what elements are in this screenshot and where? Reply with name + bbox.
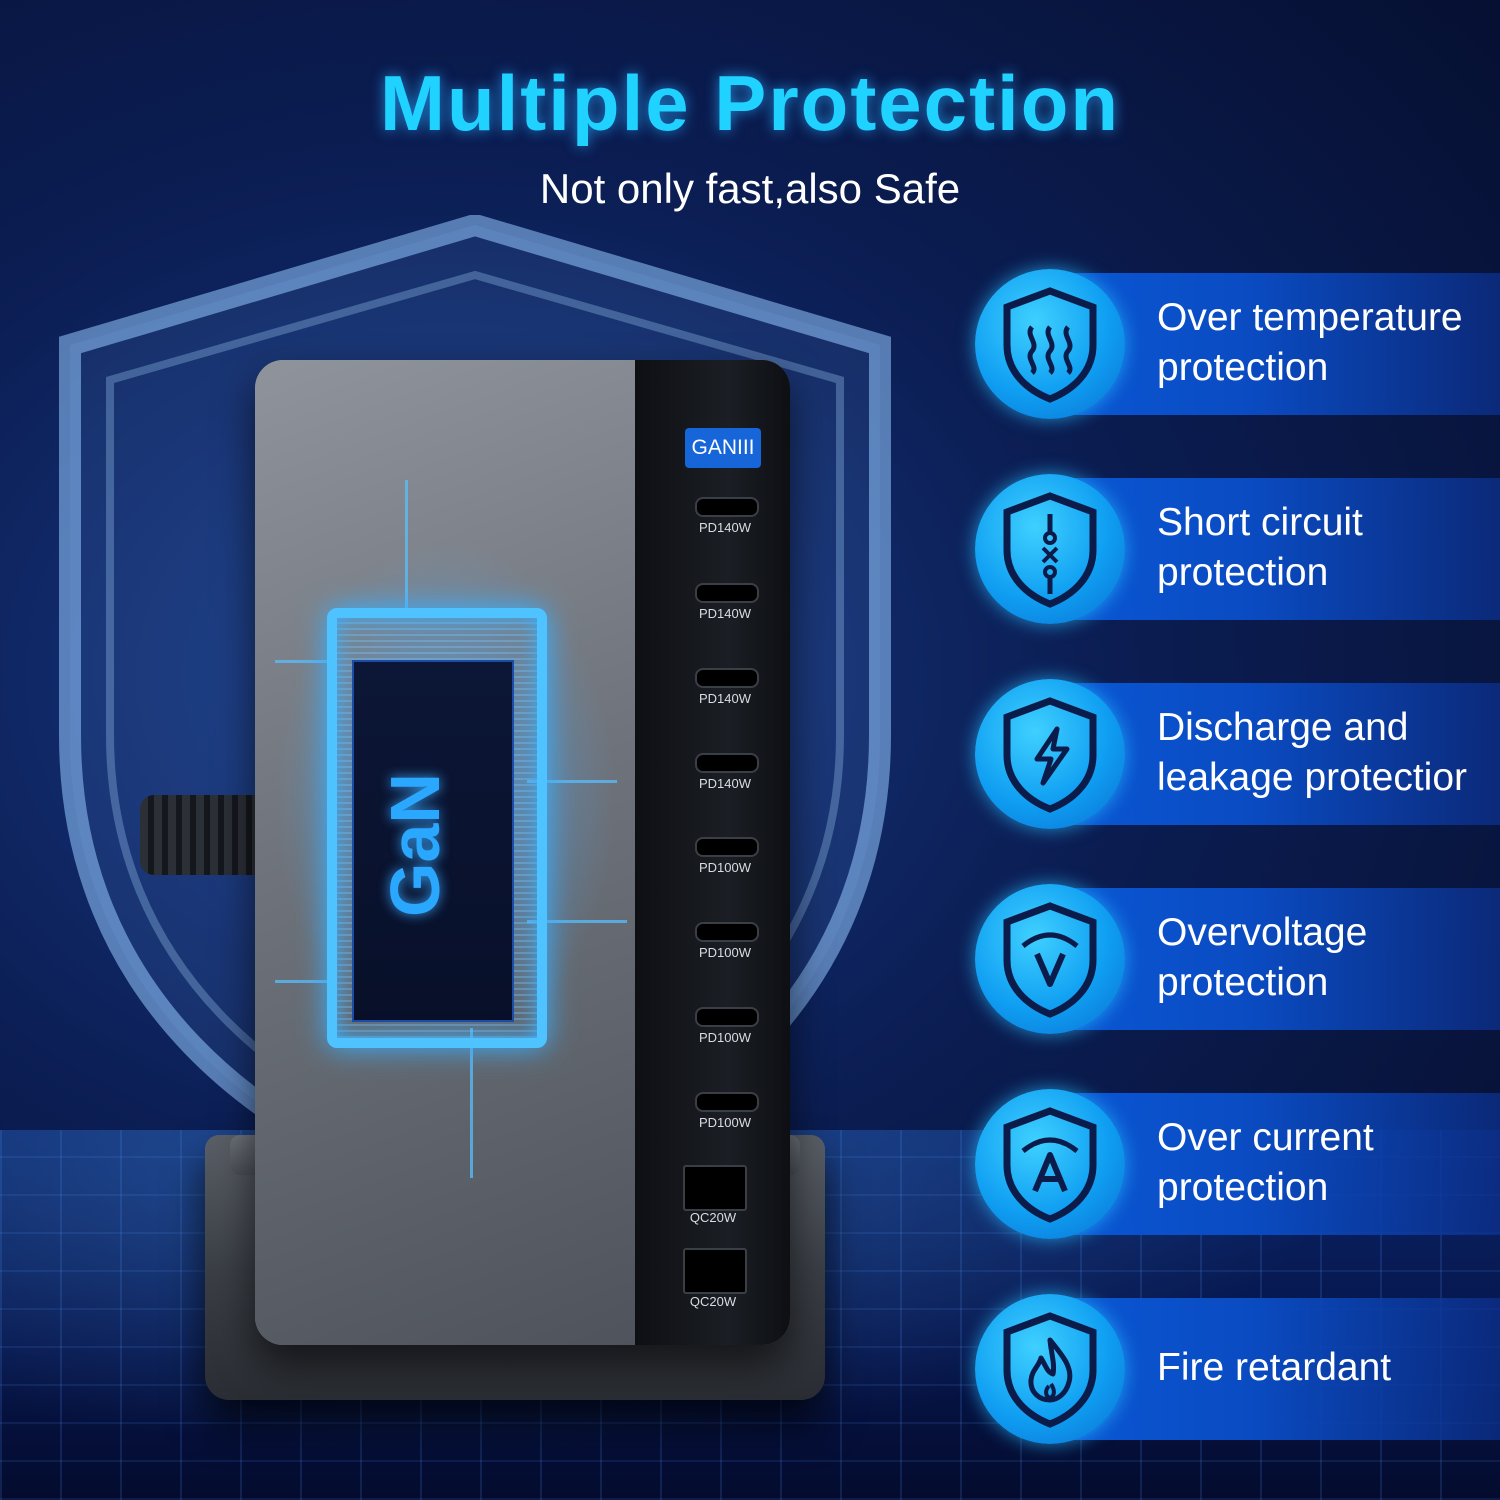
usb-c-port	[695, 668, 759, 688]
power-cable	[140, 795, 270, 875]
circuit-trace	[527, 780, 617, 783]
port-label: PD140W	[698, 776, 752, 791]
lightning-shield-icon	[1003, 697, 1097, 813]
circuit-trace	[405, 480, 408, 608]
circuit-trace	[275, 980, 330, 983]
feature-discharge-leakage: Discharge and leakage protectior	[975, 679, 1500, 833]
feature-text: Overvoltage protection	[1157, 911, 1368, 1004]
feature-badge	[975, 1294, 1125, 1444]
gan-chip-label: GaN	[376, 773, 454, 917]
usb-a-port	[683, 1248, 747, 1294]
feature-text: Discharge and leakage protectior	[1157, 706, 1468, 799]
feature-badge	[975, 1089, 1125, 1239]
feature-badge	[975, 269, 1125, 419]
gan-chip	[352, 660, 514, 1022]
feature-over-temperature: Over temperature protection	[975, 269, 1500, 423]
page-subtitle: Not only fast,also Safe	[539, 165, 961, 212]
feature-over-current: Over current protection	[975, 1089, 1500, 1243]
voltage-shield-icon	[1003, 902, 1097, 1018]
charger-face: GaN	[255, 360, 635, 1345]
feature-fire-retardant: Fire retardant	[975, 1294, 1500, 1448]
feature-text: Fire retardant	[1157, 1346, 1392, 1389]
circuit-trace	[275, 660, 330, 663]
port-label: PD100W	[698, 1115, 752, 1130]
feature-badge	[975, 474, 1125, 624]
heat-waves-shield-icon	[1003, 287, 1097, 403]
brand-badge: GANIII	[685, 428, 761, 468]
feature-overvoltage: Overvoltage protection	[975, 884, 1500, 1038]
flame-shield-icon	[1003, 1312, 1097, 1428]
usb-c-port	[695, 753, 759, 773]
usb-c-port	[695, 497, 759, 517]
port-label: PD100W	[698, 945, 752, 960]
port-label: QC20W	[689, 1210, 737, 1225]
usb-a-port	[683, 1165, 747, 1211]
page-title: Multiple Protection	[380, 59, 1120, 147]
feature-badge	[975, 884, 1125, 1034]
circuit-trace	[470, 1028, 473, 1178]
port-label: PD140W	[698, 520, 752, 535]
port-label: PD100W	[698, 1030, 752, 1045]
feature-text: Short circuit protection	[1157, 501, 1363, 594]
usb-c-port	[695, 922, 759, 942]
usb-c-port	[695, 1007, 759, 1027]
usb-c-port	[695, 837, 759, 857]
port-label: QC20W	[689, 1294, 737, 1309]
usb-c-port	[695, 583, 759, 603]
feature-text: Over temperature protection	[1157, 296, 1463, 389]
port-label: PD100W	[698, 860, 752, 875]
usb-c-port	[695, 1092, 759, 1112]
feature-badge	[975, 679, 1125, 829]
feature-short-circuit: Short circuit protection	[975, 474, 1500, 628]
current-shield-icon	[1003, 1107, 1097, 1223]
charging-station: GaN GANIII PD140W PD140W PD140W PD140W P…	[255, 360, 790, 1345]
feature-text: Over current protection	[1157, 1116, 1374, 1209]
port-label: PD140W	[698, 606, 752, 621]
port-label: PD140W	[698, 691, 752, 706]
circuit-trace	[527, 920, 627, 923]
short-circuit-shield-icon	[1003, 492, 1097, 608]
